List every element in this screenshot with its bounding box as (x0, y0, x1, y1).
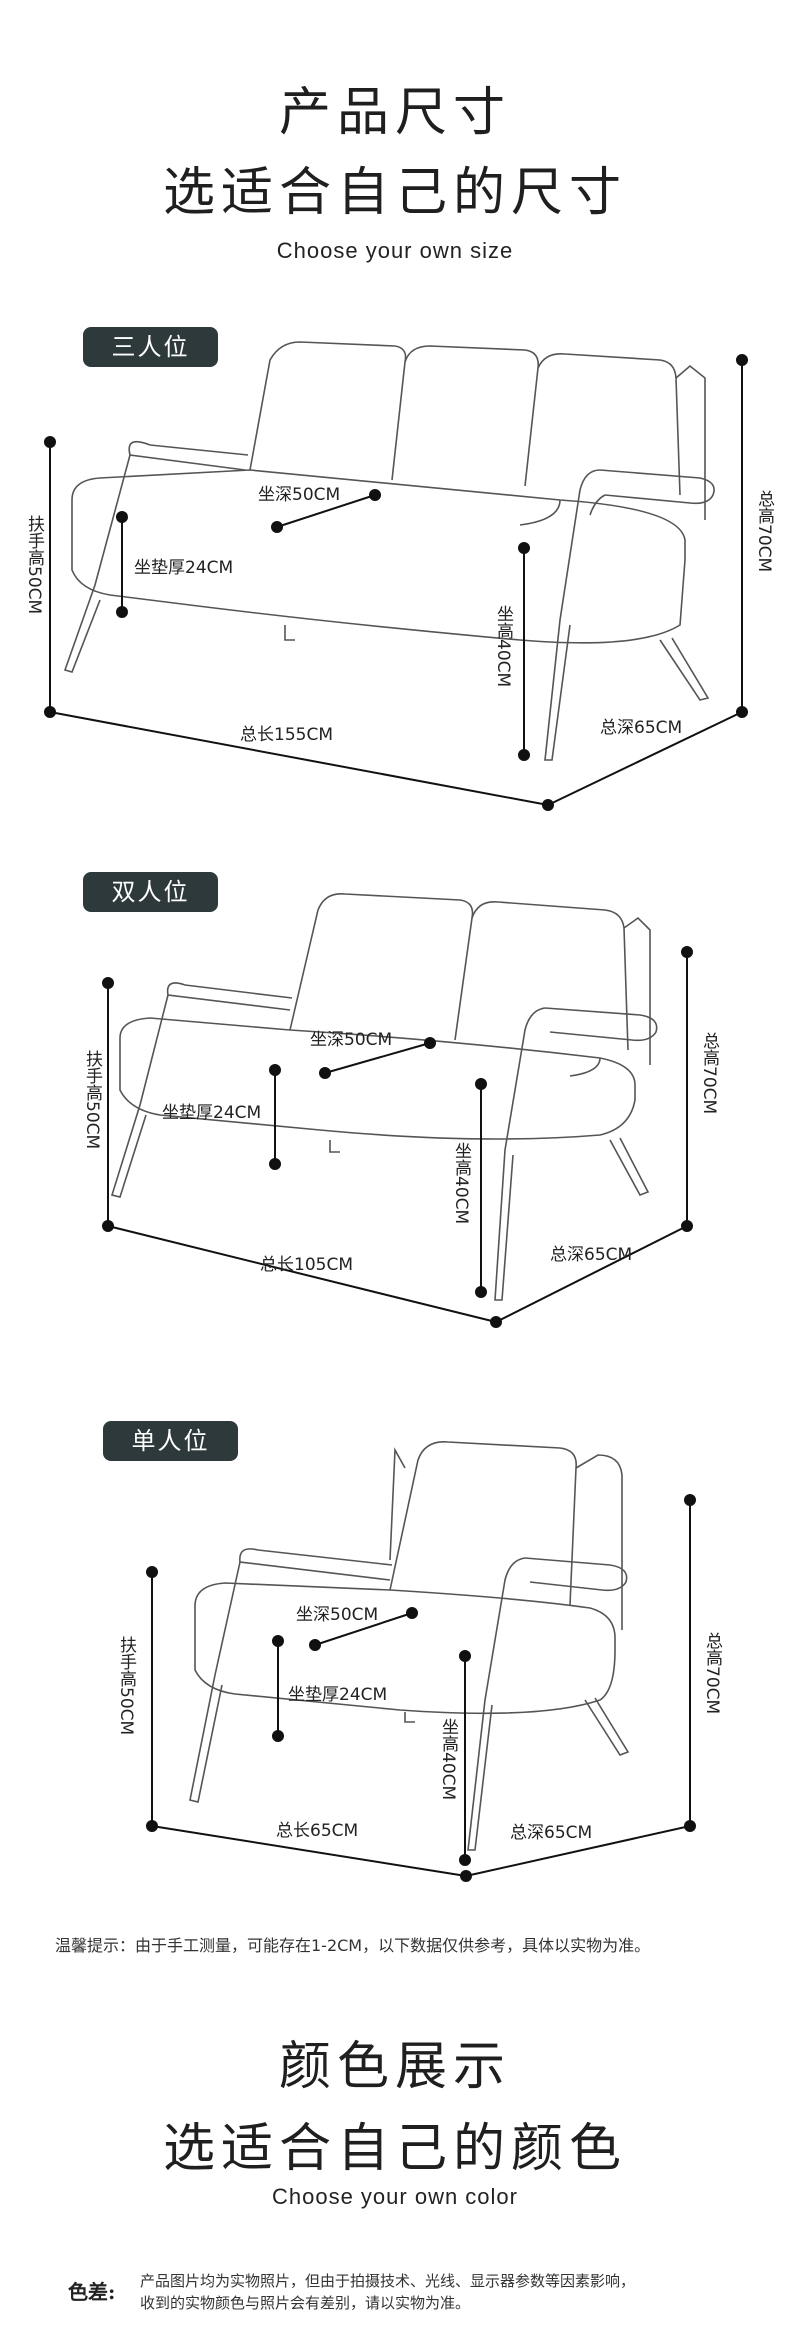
two-seat-total-length-label: 总长105CM (260, 1255, 353, 1275)
single-seat-total-height-label: 总高70CM (702, 1632, 722, 1715)
three-seat-seat-height-label: 坐高40CM (493, 605, 513, 688)
single-seat-total-length-label: 总长65CM (276, 1821, 359, 1841)
color-disclaimer-line-1: 产品图片均为实物照片，但由于拍摄技术、光线、显示器参数等因素影响， (140, 2272, 636, 2290)
color-disclaimer-line-2: 收到的实物颜色与照片会有差别，请以实物为准。 (140, 2294, 471, 2312)
page-subtitle-en: Choose your own size (276, 238, 514, 263)
two-seat-cushion-thickness-label: 坐垫厚24CM (162, 1103, 262, 1123)
single-seat-drawing (146, 1441, 696, 1882)
two-seat-seat-height-label: 坐高40CM (451, 1142, 471, 1225)
single-seat-armrest-height-label: 扶手高50CM (116, 1636, 136, 1736)
single-seat-seat-height-label: 坐高40CM (438, 1718, 458, 1801)
two-seat-drawing (102, 893, 693, 1328)
section-badge-three-seat: 三人位 (83, 327, 218, 367)
two-seat-total-height-label: 总高70CM (699, 1032, 719, 1115)
color-section-subtitle-en: Choose your own color (271, 2184, 518, 2209)
single-seat-seat-depth-label: 坐深50CM (296, 1605, 379, 1625)
three-seat-drawing (44, 341, 748, 811)
single-seat-total-depth-label: 总深65CM (510, 1823, 593, 1843)
three-seat-total-depth-label: 总深65CM (600, 718, 683, 738)
two-seat-diagram: 扶手高50CM 坐深50CM 坐垫厚24CM 坐高40CM 总长105CM 总深… (0, 860, 790, 1340)
measurement-note: 温馨提示：由于手工测量，可能存在1-2CM，以下数据仅供参考，具体以实物为准。 (55, 1936, 651, 1955)
three-seat-total-length-label: 总长155CM (240, 725, 333, 745)
three-seat-armrest-height-label: 扶手高50CM (24, 515, 44, 615)
two-seat-seat-depth-label: 坐深50CM (310, 1030, 393, 1050)
section-badge-single-seat: 单人位 (103, 1421, 238, 1461)
color-disclaimer-label: 色差: (68, 2280, 116, 2304)
color-section-subtitle-cn: 选适合自己的颜色 (162, 2119, 627, 2179)
three-seat-seat-depth-label: 坐深50CM (258, 485, 341, 505)
three-seat-total-height-label: 总高70CM (754, 490, 774, 573)
page-subtitle-cn: 选适合自己的尺寸 (162, 163, 627, 223)
three-seat-diagram: 扶手高50CM 坐深50CM 坐垫厚24CM 坐高40CM 总长155CM 总深… (0, 0, 790, 820)
single-seat-diagram: 扶手高50CM 坐深50CM 坐垫厚24CM 坐高40CM 总长65CM 总深6… (0, 1400, 790, 1900)
three-seat-cushion-thickness-label: 坐垫厚24CM (134, 558, 234, 578)
color-section-title: 颜色展示 (278, 2037, 511, 2097)
single-seat-cushion-thickness-label: 坐垫厚24CM (288, 1685, 388, 1705)
section-badge-two-seat: 双人位 (83, 872, 218, 912)
two-seat-armrest-height-label: 扶手高50CM (82, 1050, 102, 1150)
two-seat-total-depth-label: 总深65CM (550, 1245, 633, 1265)
page-title: 产品尺寸 (278, 83, 511, 143)
